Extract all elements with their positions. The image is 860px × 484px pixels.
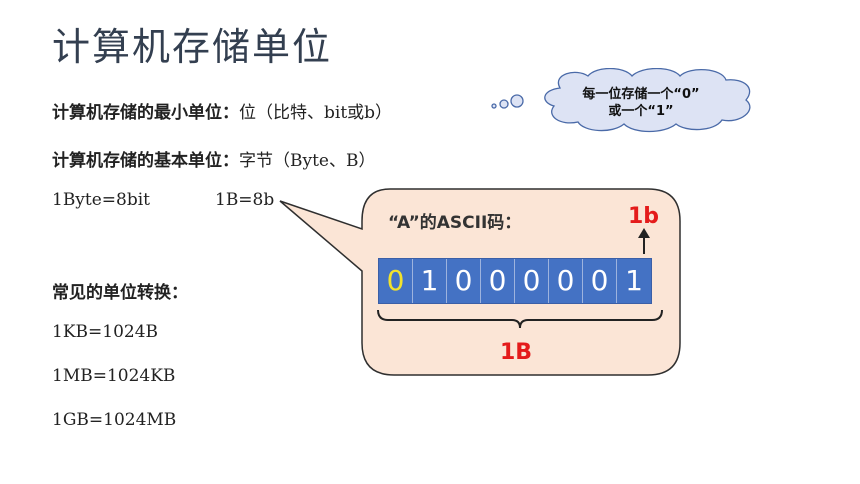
bit-row: 0 1 0 0 0 0 0 1 bbox=[378, 258, 652, 304]
bit-cell: 1 bbox=[617, 259, 651, 303]
bit-cell: 0 bbox=[583, 259, 617, 303]
bit-cell: 0 bbox=[379, 259, 413, 303]
bit-cell: 0 bbox=[447, 259, 481, 303]
min-unit-line: 计算机存储的最小单位：位（比特、bit或b） bbox=[52, 98, 392, 123]
conversion-title-text: 常见的单位转换： bbox=[52, 283, 188, 303]
basic-unit-line: 计算机存储的基本单位：字节（Byte、B） bbox=[52, 146, 375, 171]
page-title: 计算机存储单位 bbox=[52, 25, 333, 69]
cloud-line-2: 或一个“1” bbox=[608, 104, 674, 119]
thought-cloud-icon bbox=[491, 68, 751, 133]
bit-cell: 1 bbox=[413, 259, 447, 303]
basic-unit-label: 计算机存储的基本单位： bbox=[52, 151, 239, 171]
min-unit-label: 计算机存储的最小单位： bbox=[52, 103, 239, 123]
cloud-text: 每一位存储一个“0” 或一个“1” bbox=[556, 86, 726, 120]
mb-conversion: 1MB=1024KB bbox=[52, 366, 176, 386]
cloud-line-1: 每一位存储一个“0” bbox=[582, 87, 700, 102]
bit-cell: 0 bbox=[515, 259, 549, 303]
byte-label: 1B bbox=[500, 340, 533, 365]
bit-cell: 0 bbox=[549, 259, 583, 303]
min-unit-value: 位（比特、bit或b） bbox=[239, 103, 393, 123]
b-eq-text: 1B=8b bbox=[215, 190, 275, 210]
kb-conversion: 1KB=1024B bbox=[52, 322, 159, 342]
bit-cell: 0 bbox=[481, 259, 515, 303]
bit-label: 1b bbox=[628, 204, 660, 229]
basic-unit-value: 字节（Byte、B） bbox=[239, 151, 376, 171]
conversion-title: 常见的单位转换： bbox=[52, 278, 188, 303]
gb-conversion: 1GB=1024MB bbox=[52, 410, 177, 430]
byte-eq-text: 1Byte=8bit bbox=[52, 190, 151, 210]
ascii-label: “A”的ASCII码： bbox=[388, 213, 522, 233]
